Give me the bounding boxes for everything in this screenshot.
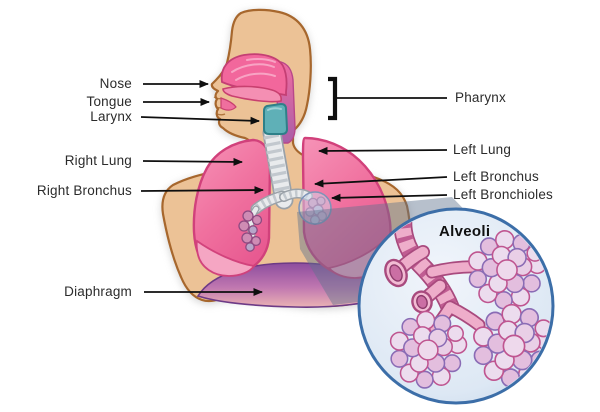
label-pharynx: Pharynx: [455, 90, 506, 105]
bronchiole-highlight-circle: [298, 191, 332, 225]
label-alveoli: Alveoli: [439, 223, 491, 240]
tongue-shape: [222, 85, 282, 103]
leader-right-lung: [142, 157, 243, 166]
pharynx-bracket: [328, 76, 338, 121]
label-right-lung: Right Lung: [64, 153, 132, 168]
label-nose: Nose: [99, 76, 132, 91]
leader-left-lung: [318, 146, 448, 155]
leader-left-bronchus: [314, 176, 448, 188]
label-left-lung: Left Lung: [453, 142, 512, 157]
leader-lines: [140, 76, 448, 296]
alveoli-inset: [357, 207, 555, 405]
right-lung-lower-lobe: [195, 239, 256, 277]
nasal-turbinate-lines: [231, 57, 276, 81]
mouth-floor-shape: [220, 97, 237, 111]
leader-right-bronchus: [140, 186, 264, 195]
label-right-bronchus: Right Bronchus: [36, 183, 132, 198]
leader-larynx: [140, 116, 260, 125]
label-larynx: Larynx: [90, 109, 132, 124]
leader-left-bronchioles: [331, 193, 448, 202]
label-left-bronchioles: Left Bronchioles: [453, 187, 554, 202]
label-diaphragm: Diaphragm: [64, 284, 132, 299]
larynx-shape: [263, 102, 289, 135]
trachea: [262, 123, 294, 210]
larynx-highlight: [267, 107, 282, 111]
duct-opening: [384, 258, 408, 288]
right-bronchiole-grapes: [238, 210, 263, 252]
label-tongue: Tongue: [86, 94, 132, 109]
label-left-bronchus: Left Bronchus: [453, 169, 539, 184]
